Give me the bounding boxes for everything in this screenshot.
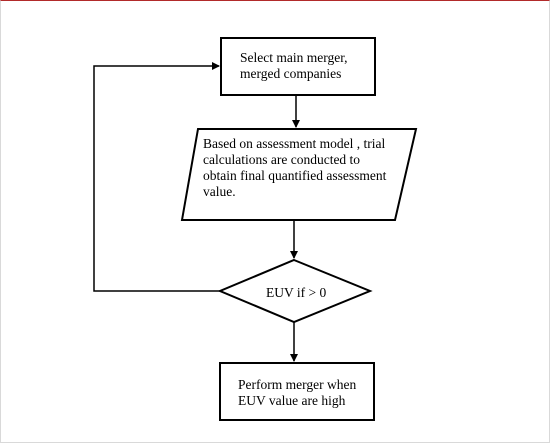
decision-label: EUV if > 0 <box>266 285 327 300</box>
arrow-loop-back <box>93 62 220 292</box>
select-process-label: Select main merger, merged companies <box>240 50 348 81</box>
select-process-box <box>220 37 376 96</box>
calculation-parallelogram <box>180 128 418 221</box>
calculation-label: Based on assessment model , trial calcul… <box>203 136 387 199</box>
perform-process-label: Perform merger when EUV value are high <box>238 377 357 408</box>
perform-process-box <box>219 362 375 421</box>
